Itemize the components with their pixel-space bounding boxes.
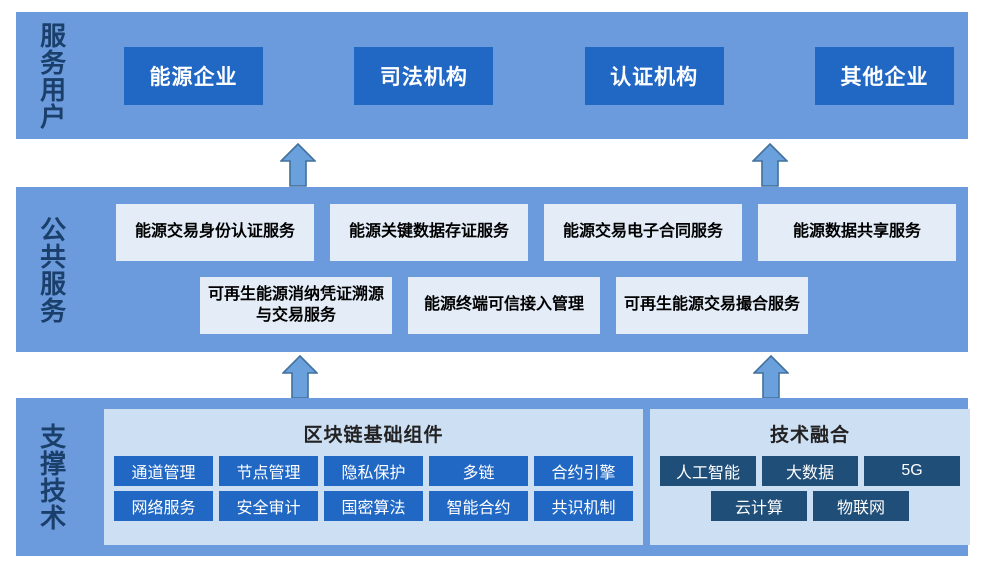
panel-technology-fusion: 技术融合 人工智能 大数据 5G 云计算 物联网 xyxy=(650,409,970,545)
public-service-box-label: 能源数据共享服务 xyxy=(792,223,921,241)
up-arrow-icon-tech-to-services-left xyxy=(282,355,318,399)
up-arrow-icon-tech-to-services-right xyxy=(753,355,789,399)
public-service-box-row-2: 可再生能源消纳凭证溯源与交易服务 能源终端可信接入管理 可再生能源交易撮合服务 xyxy=(200,277,808,334)
public-service-box-label: 可再生能源消纳凭证溯源与交易服务 xyxy=(207,285,384,324)
band-label-service-users: 服务用户 xyxy=(36,21,67,130)
service-user-box-row: 能源企业 司法机构 认证机构 其他企业 xyxy=(124,12,954,139)
blockchain-chip-node-management[interactable]: 节点管理 xyxy=(219,456,318,486)
blockchain-chip-security-audit[interactable]: 安全审计 xyxy=(219,491,318,521)
fusion-chip-internet-of-things[interactable]: 物联网 xyxy=(813,491,909,521)
blockchain-chip-channel-management[interactable]: 通道管理 xyxy=(114,456,213,486)
blockchain-chip-consensus-mechanism[interactable]: 共识机制 xyxy=(534,491,633,521)
public-service-box-label: 能源终端可信接入管理 xyxy=(423,296,584,314)
public-service-box-data-sharing[interactable]: 能源数据共享服务 xyxy=(758,204,956,261)
service-user-box-label: 其他企业 xyxy=(840,65,929,89)
public-service-box-renewable-trading-matching[interactable]: 可再生能源交易撮合服务 xyxy=(616,277,808,334)
band-service-users: 服务用户 能源企业 司法机构 认证机构 其他企业 xyxy=(16,12,968,139)
public-service-box-label: 能源交易身份认证服务 xyxy=(134,223,295,241)
blockchain-chip-multi-chain[interactable]: 多链 xyxy=(429,456,528,486)
fusion-chip-artificial-intelligence[interactable]: 人工智能 xyxy=(660,456,756,486)
blockchain-chip-privacy-protection[interactable]: 隐私保护 xyxy=(324,456,423,486)
public-service-box-row-1: 能源交易身份认证服务 能源关键数据存证服务 能源交易电子合同服务 能源数据共享服… xyxy=(116,204,956,261)
public-service-box-label: 能源交易电子合同服务 xyxy=(562,223,723,241)
up-arrow-icon-services-to-users-right xyxy=(752,143,788,187)
blockchain-chip-row-1: 通道管理 节点管理 隐私保护 多链 合约引擎 xyxy=(114,456,633,486)
band-label-public-services: 公共服务 xyxy=(36,215,67,324)
public-service-box-identity-authentication[interactable]: 能源交易身份认证服务 xyxy=(116,204,314,261)
fusion-chip-cloud-computing[interactable]: 云计算 xyxy=(711,491,807,521)
panel-title-technology-fusion: 技术融合 xyxy=(769,425,850,446)
service-user-box-energy-enterprise[interactable]: 能源企业 xyxy=(124,46,263,105)
band-public-services: 公共服务 能源交易身份认证服务 能源关键数据存证服务 能源交易电子合同服务 能源… xyxy=(16,187,968,352)
fusion-chip-row-1: 人工智能 大数据 5G xyxy=(660,456,960,486)
up-arrow-icon-services-to-users-left xyxy=(280,143,316,187)
panel-title-blockchain-components: 区块链基础组件 xyxy=(303,425,444,446)
band-body-public-services: 能源交易身份认证服务 能源关键数据存证服务 能源交易电子合同服务 能源数据共享服… xyxy=(86,187,968,352)
public-service-box-electronic-contract[interactable]: 能源交易电子合同服务 xyxy=(544,204,742,261)
panel-blockchain-components: 区块链基础组件 通道管理 节点管理 隐私保护 多链 合约引擎 网络服务 安全审计… xyxy=(104,409,643,545)
service-user-box-certification-institution[interactable]: 认证机构 xyxy=(584,46,724,105)
blockchain-chip-contract-engine[interactable]: 合约引擎 xyxy=(534,456,633,486)
band-body-service-users: 能源企业 司法机构 认证机构 其他企业 xyxy=(86,12,968,139)
service-user-box-judicial-institution[interactable]: 司法机构 xyxy=(354,46,494,105)
public-service-box-key-data-attestation[interactable]: 能源关键数据存证服务 xyxy=(330,204,528,261)
blockchain-chip-national-cryptography[interactable]: 国密算法 xyxy=(324,491,423,521)
blockchain-chip-smart-contract[interactable]: 智能合约 xyxy=(429,491,528,521)
service-user-box-other-enterprise[interactable]: 其他企业 xyxy=(814,46,954,105)
band-body-supporting-technology: 区块链基础组件 通道管理 节点管理 隐私保护 多链 合约引擎 网络服务 安全审计… xyxy=(86,398,970,556)
blockchain-chip-row-2: 网络服务 安全审计 国密算法 智能合约 共识机制 xyxy=(114,491,633,521)
band-label-supporting-technology: 支撑技术 xyxy=(36,423,67,531)
band-supporting-technology: 支撑技术 区块链基础组件 通道管理 节点管理 隐私保护 多链 合约引擎 网络服务… xyxy=(16,398,970,556)
public-service-box-renewable-certificate-tracing[interactable]: 可再生能源消纳凭证溯源与交易服务 xyxy=(200,277,392,334)
blockchain-chip-network-service[interactable]: 网络服务 xyxy=(114,491,213,521)
public-service-box-label: 能源关键数据存证服务 xyxy=(348,223,509,241)
service-user-box-label: 能源企业 xyxy=(149,65,238,89)
fusion-chip-5g[interactable]: 5G xyxy=(864,456,960,486)
public-service-box-label: 可再生能源交易撮合服务 xyxy=(623,296,800,314)
technology-panel-group: 区块链基础组件 通道管理 节点管理 隐私保护 多链 合约引擎 网络服务 安全审计… xyxy=(104,409,970,545)
fusion-chip-big-data[interactable]: 大数据 xyxy=(762,456,858,486)
service-user-box-label: 认证机构 xyxy=(610,65,699,89)
service-user-box-label: 司法机构 xyxy=(379,65,468,89)
fusion-chip-row-2: 云计算 物联网 xyxy=(711,491,909,521)
public-service-box-terminal-trusted-access[interactable]: 能源终端可信接入管理 xyxy=(408,277,600,334)
